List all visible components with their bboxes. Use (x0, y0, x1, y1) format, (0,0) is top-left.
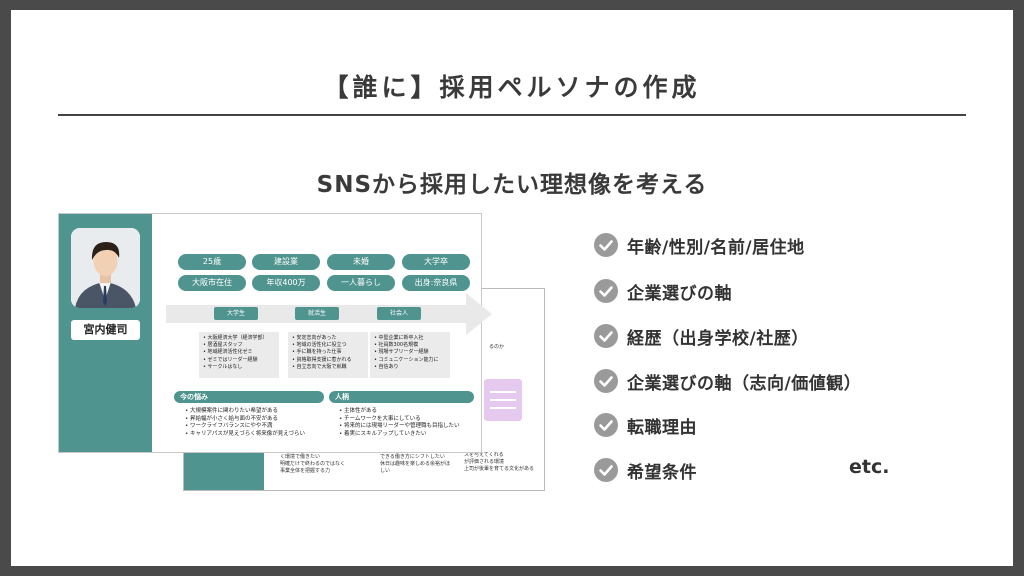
personality-heading: 人柄 (329, 391, 474, 403)
checklist-item: 転職理由 (594, 411, 697, 439)
checklist-label: 企業選びの軸 (627, 283, 732, 304)
checklist-item: 企業選びの軸（志向/価値観） (594, 367, 861, 395)
checklist-label: 希望条件 (627, 462, 697, 483)
title-divider (58, 114, 966, 116)
checklist-item: 経歴（出身学校/社歴） (594, 322, 809, 350)
persona-card: 宮内健司 25歳 建設業 未婚 大学卒 大阪市在住 年収400万 一人暮らし 出… (58, 213, 492, 453)
checklist-label: 転職理由 (627, 417, 697, 438)
personality-list: 主体性がある チームワークを大事にしている 将来的には現場リーダーや管理職も目指… (339, 408, 460, 438)
check-circle-icon (594, 279, 618, 303)
etc-label: etc. (849, 456, 890, 478)
document-icon (484, 379, 522, 421)
persona-tag: 建設業 (252, 254, 320, 270)
checklist-label: 経歴（出身学校/社歴） (627, 328, 809, 349)
back-note-top: るのか (489, 344, 505, 350)
persona-tag: 年収400万 (252, 275, 320, 291)
checklist-item: 希望条件 (594, 456, 697, 484)
check-circle-icon (594, 413, 618, 437)
persona-tag: 出身:奈良県 (402, 275, 470, 291)
person-photo-icon (71, 228, 140, 308)
check-circle-icon (594, 233, 618, 257)
persona-tag: 一人暮らし (327, 275, 395, 291)
slide: 【誰に】採用ペルソナの作成 SNSから採用したい理想像を考える るのか く環境で… (11, 10, 1013, 566)
persona-tag: 未婚 (327, 254, 395, 270)
check-circle-icon (594, 369, 618, 393)
persona-tag: 大阪市在住 (178, 275, 246, 291)
stage-label: 就活生 (295, 307, 339, 320)
stage-details-jobhunt: 安定志向があった 地域の活性化に役立つ 手に職を持った仕事 資格取得支援に惹かれ… (288, 332, 368, 378)
checklist-label: 企業選びの軸（志向/価値観） (627, 373, 862, 394)
stage-details-university: 大阪経済大学（経済学部） 居酒屋スタッフ 地域経済活性化ゼミ ゼミではリーダー経… (199, 332, 279, 378)
persona-sidebar: 宮内健司 (59, 214, 152, 452)
persona-tag: 大学卒 (402, 254, 470, 270)
checklist-item: 年齢/性別/名前/居住地 (594, 231, 805, 259)
back-notes-right: スを与えてくれる が評価される環境 上司が後輩を育てる文化がある (464, 452, 535, 472)
stage-label: 社会人 (377, 307, 421, 320)
back-notes-left: く環境で働きたい 明確だけで終わるのではなく 事業全体を把握する力 (280, 454, 346, 474)
checklist-label: 年齢/性別/名前/居住地 (627, 237, 805, 258)
worries-list: 大規模案件に関わりたい希望がある 昇給幅が小さく給与面の不安がある ワークライフ… (185, 408, 305, 438)
page-subtitle: SNSから採用したい理想像を考える (316, 172, 708, 198)
worries-heading: 今の悩み (174, 391, 324, 403)
persona-tag: 25歳 (178, 254, 246, 270)
timeline-arrow-head (466, 293, 492, 335)
stage-label: 大学生 (214, 307, 258, 320)
checklist-item: 企業選びの軸 (594, 277, 732, 305)
persona-name: 宮内健司 (71, 320, 140, 340)
stage-details-working: 中堅企業に新卒入社 社員数300名規模 現場サブリーダー経験 コミュニケーション… (370, 332, 450, 378)
check-circle-icon (594, 324, 618, 348)
page-title: 【誰に】採用ペルソナの作成 (323, 73, 701, 102)
back-notes-mid: できる働き方にシフトしたい 休日は趣味を楽しめる余裕がほ しい (380, 454, 451, 474)
check-circle-icon (594, 458, 618, 482)
